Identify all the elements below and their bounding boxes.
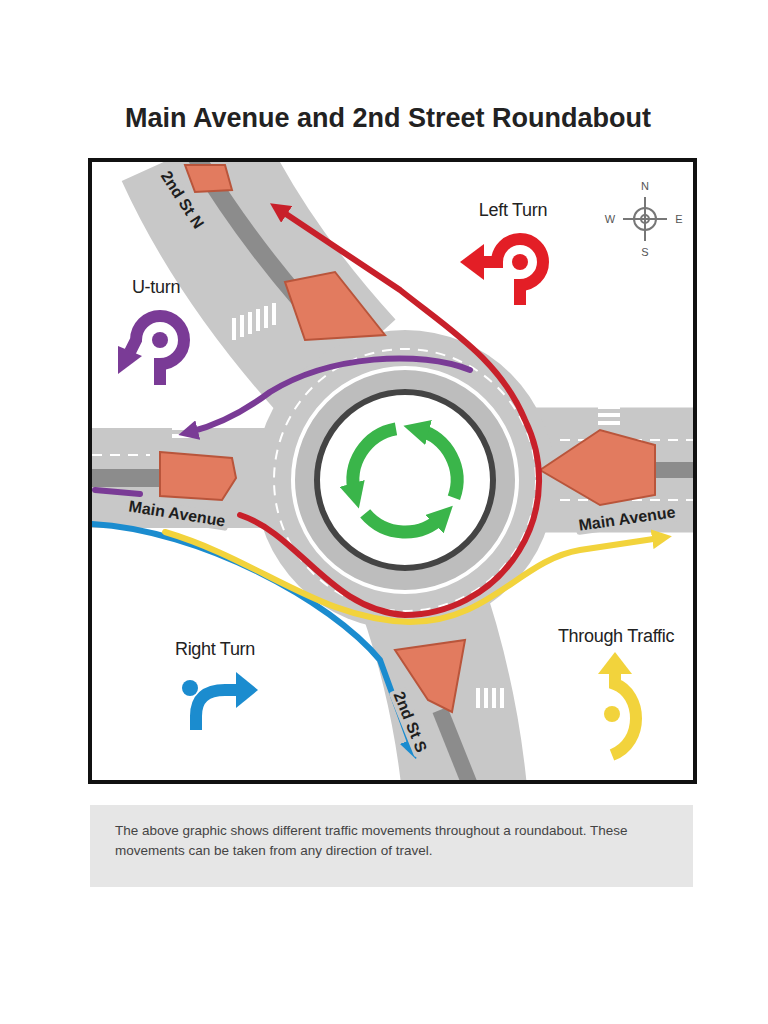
legend-label: Right Turn [175,639,255,660]
legend-label: Left Turn [479,200,547,221]
legend-label: U-turn [132,277,180,298]
u-turn-icon [118,316,184,385]
through-traffic-icon [598,652,636,755]
legend-label: Through Traffic [558,626,674,647]
right-turn-icon [182,672,258,730]
title: Main Avenue and 2nd Street Roundabout [125,103,651,134]
compass-letter: S [641,246,648,258]
compass-letter: E [675,213,682,225]
compass-letter: N [641,180,649,192]
left-turn-icon [460,239,543,305]
compass-letter: W [605,213,615,225]
roads [92,162,693,780]
caption-text: The above graphic shows different traffi… [115,821,670,860]
compass-rose [623,197,667,241]
caption-panel [90,805,693,887]
